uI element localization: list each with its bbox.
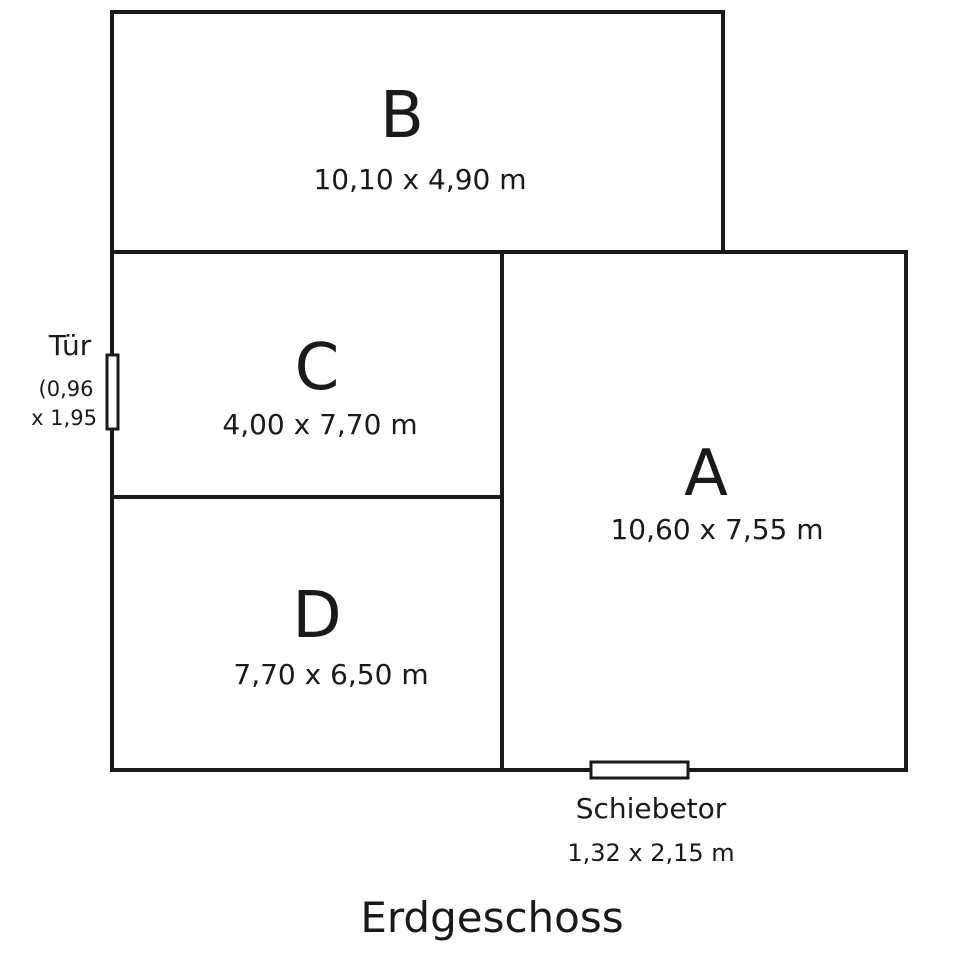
room-a-dimensions: 10,60 x 7,55 m [610, 513, 823, 546]
door-size-line2: x 1,95 [31, 406, 97, 430]
room-c-dimensions: 4,00 x 7,70 m [222, 408, 417, 441]
door-symbol [105, 353, 120, 431]
floor-title: Erdgeschoss [360, 893, 623, 942]
door-size-line1: (0,96 [39, 377, 94, 401]
sliding-gate-size: 1,32 x 2,15 m [567, 839, 734, 867]
room-d-letter: D [292, 579, 341, 653]
door-label: Tür [48, 329, 92, 362]
room-a-outline [500, 250, 908, 772]
room-b-dimensions: 10,10 x 4,90 m [313, 163, 526, 196]
room-b-letter: B [380, 79, 424, 153]
room-d-dimensions: 7,70 x 6,50 m [233, 658, 428, 691]
sliding-gate-symbol [589, 760, 690, 780]
sliding-gate-label: Schiebetor [576, 792, 727, 825]
room-a-letter: A [684, 437, 728, 511]
room-c-letter: C [295, 331, 340, 405]
